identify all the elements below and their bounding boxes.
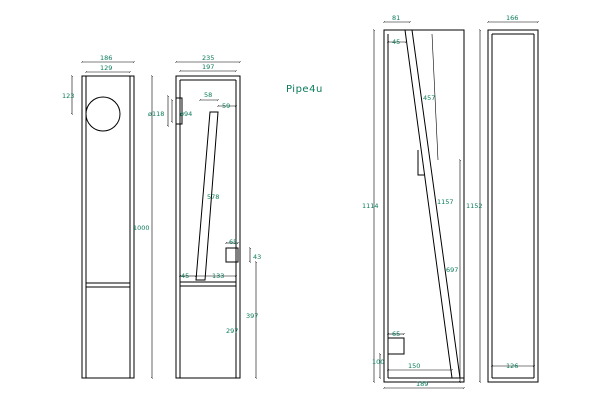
section-port-width-label: 65	[392, 330, 400, 338]
drawing-title: Pipe4u	[286, 84, 323, 95]
side-port-width-label: 65	[229, 238, 237, 246]
side-slanted-baffle	[195, 111, 219, 281]
section-lower-height-label: 697	[446, 266, 458, 274]
driver-cutout	[85, 96, 121, 132]
side-top-gap-label: 58	[204, 91, 212, 99]
front-view: 186 129 123 1000	[62, 54, 154, 380]
front-height-label: 1000	[133, 224, 150, 232]
section-port	[387, 337, 405, 355]
front-panel-outline	[81, 75, 135, 379]
section-upper-length-dim	[431, 33, 439, 161]
front-offset-label: 129	[100, 64, 112, 72]
section-view: 81 45 1114 457 1157 697 65 100 150 189	[362, 14, 466, 390]
hole-inner-label: ø94	[180, 110, 192, 118]
side-total-width-label: 235	[202, 54, 214, 62]
hole-outer-label: ø118	[148, 110, 164, 118]
driver-height-label: 123	[62, 92, 74, 100]
section-height-label: 1114	[362, 202, 379, 210]
side-hole-marker	[175, 97, 183, 125]
side-inner-width-label: 197	[202, 63, 214, 71]
rear-bottom-label: 126	[506, 362, 518, 370]
section-top-width-label: 81	[392, 14, 400, 22]
section-step	[417, 150, 424, 176]
side-port	[225, 247, 239, 263]
side-base-right-label: 133	[212, 272, 224, 280]
side-base-left-label: 45	[181, 272, 189, 280]
section-bottom-inner-label: 150	[408, 362, 420, 370]
side-lower-height-label: 397	[246, 312, 258, 320]
rear-view: 166 1152 126	[466, 14, 540, 384]
side-port-height-label: 43	[253, 253, 261, 261]
rear-width-label: 166	[506, 14, 518, 22]
baffle-length-label: 578	[207, 193, 219, 201]
section-outline	[383, 29, 465, 383]
section-diag-length-label: 1157	[437, 198, 454, 206]
side-view: 235 197 58 59 ø118 ø94 578 65 43 45 133 …	[148, 54, 261, 380]
front-width-label: 186	[100, 54, 112, 62]
side-outline	[175, 75, 241, 379]
section-upper-length-label: 457	[423, 94, 435, 102]
side-baffle-gap-label: 59	[222, 102, 230, 110]
section-bottom-height-label: 100	[372, 358, 384, 366]
side-chamber-height-label: 297	[226, 327, 238, 335]
rear-height-label: 1152	[466, 202, 483, 210]
rear-outline	[487, 29, 539, 383]
section-bottom-outer-label: 189	[416, 380, 428, 388]
section-top-inset-label: 45	[392, 38, 400, 46]
